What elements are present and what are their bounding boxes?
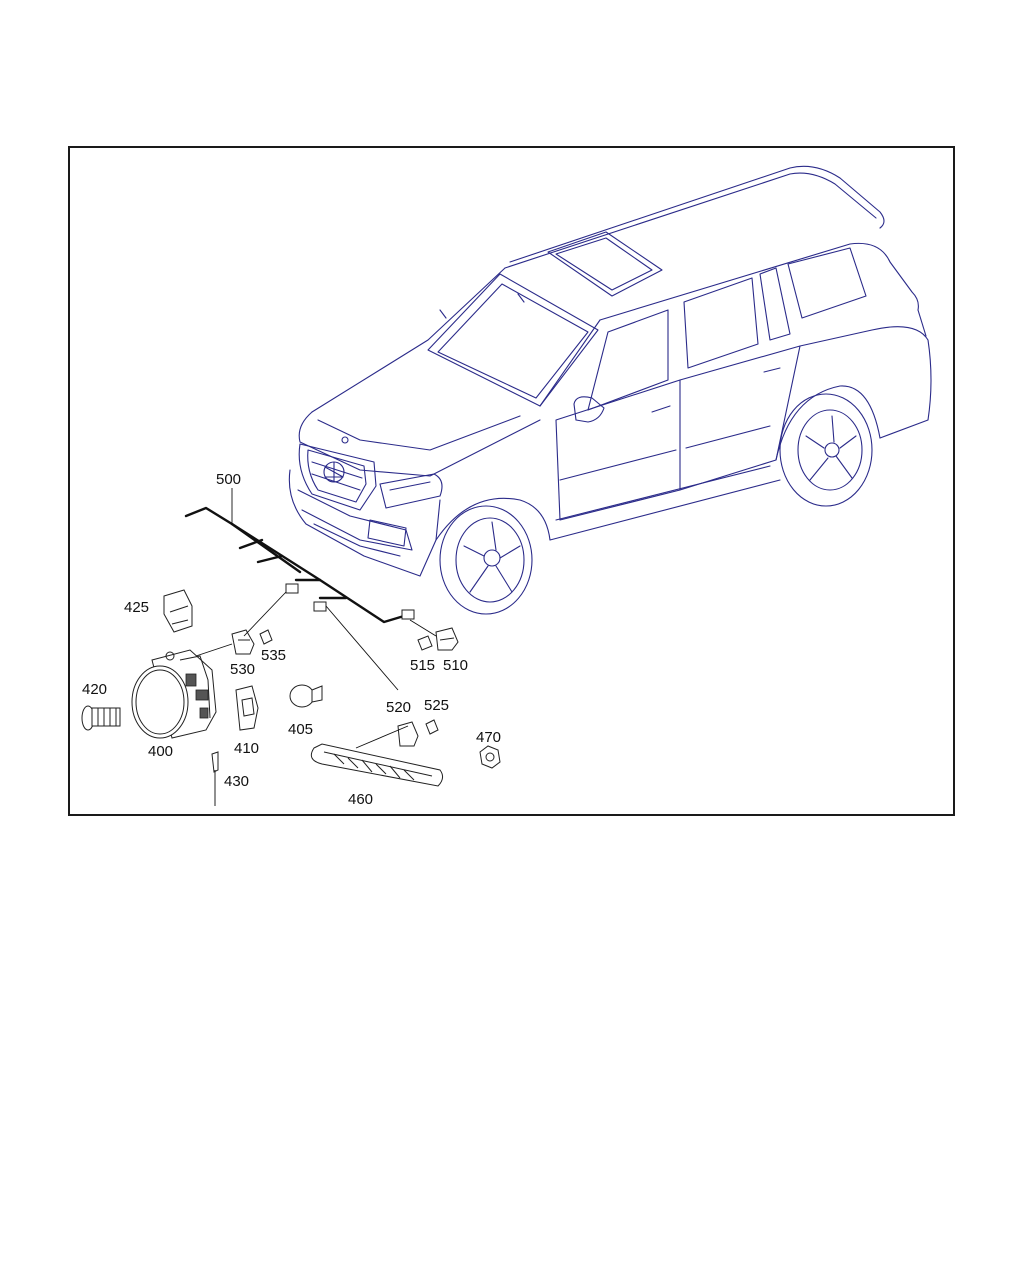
vehicle-illustration [288, 165, 932, 615]
callout-470: 470 [476, 729, 501, 746]
part-520-socket [397, 721, 419, 747]
connector-plug-b [313, 601, 327, 612]
wiring-harness-500 [184, 506, 415, 624]
callout-410: 410 [234, 740, 259, 757]
connector-plug-c [401, 609, 415, 620]
callout-425: 425 [124, 599, 149, 616]
callout-515: 515 [410, 657, 435, 674]
part-525-bulb [425, 719, 439, 735]
callout-510: 510 [443, 657, 468, 674]
callout-400: 400 [148, 743, 173, 760]
part-430-rivet [211, 751, 219, 806]
part-425-bracket [163, 589, 193, 633]
part-405-bulb [289, 684, 323, 708]
part-410-clip [235, 685, 259, 731]
callout-500: 500 [216, 471, 241, 488]
callout-labels: 500 425 530 535 515 510 420 400 410 405 … [82, 471, 501, 808]
part-420-screw [81, 705, 121, 731]
callout-520: 520 [386, 699, 411, 716]
part-515-bulb [417, 635, 433, 651]
part-400-fog-lamp [131, 649, 217, 739]
part-470-nut [479, 745, 501, 769]
part-460-light-strip [310, 743, 444, 787]
callout-420: 420 [82, 681, 107, 698]
callout-430: 430 [224, 773, 249, 790]
callout-405: 405 [288, 721, 313, 738]
callout-460: 460 [348, 791, 373, 808]
callout-525: 525 [424, 697, 449, 714]
part-535-bulb [259, 629, 273, 645]
part-510-socket [435, 627, 459, 651]
connector-plug-a [285, 583, 299, 594]
part-530-socket [231, 629, 255, 655]
diagram-frame [68, 146, 955, 816]
callout-535: 535 [261, 647, 286, 664]
leader-lines [195, 488, 437, 749]
callout-530: 530 [230, 661, 255, 678]
